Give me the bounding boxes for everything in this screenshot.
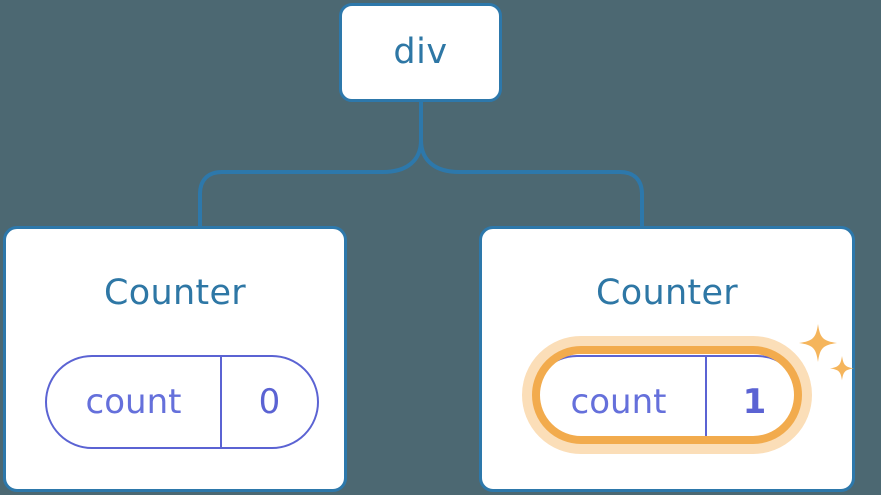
state-pill[interactable]: count 0 (45, 355, 319, 449)
highlight-glow-ring (522, 336, 812, 454)
highlight-solid-ring (532, 346, 802, 444)
root-node-label: div (393, 32, 448, 72)
sparkles-group (799, 324, 854, 381)
connector-path (198, 100, 644, 230)
component-title: Counter (596, 273, 738, 313)
state-value-label: 0 (258, 382, 281, 422)
root-node-div[interactable]: div (339, 3, 502, 102)
state-update-highlight (522, 336, 812, 454)
component-card-counter-left[interactable]: Counter count 0 (3, 226, 347, 492)
sparkle-small-icon (830, 356, 854, 381)
component-title: Counter (104, 273, 246, 313)
state-key-label: count (47, 357, 222, 447)
sparkle-large-icon (799, 324, 837, 362)
